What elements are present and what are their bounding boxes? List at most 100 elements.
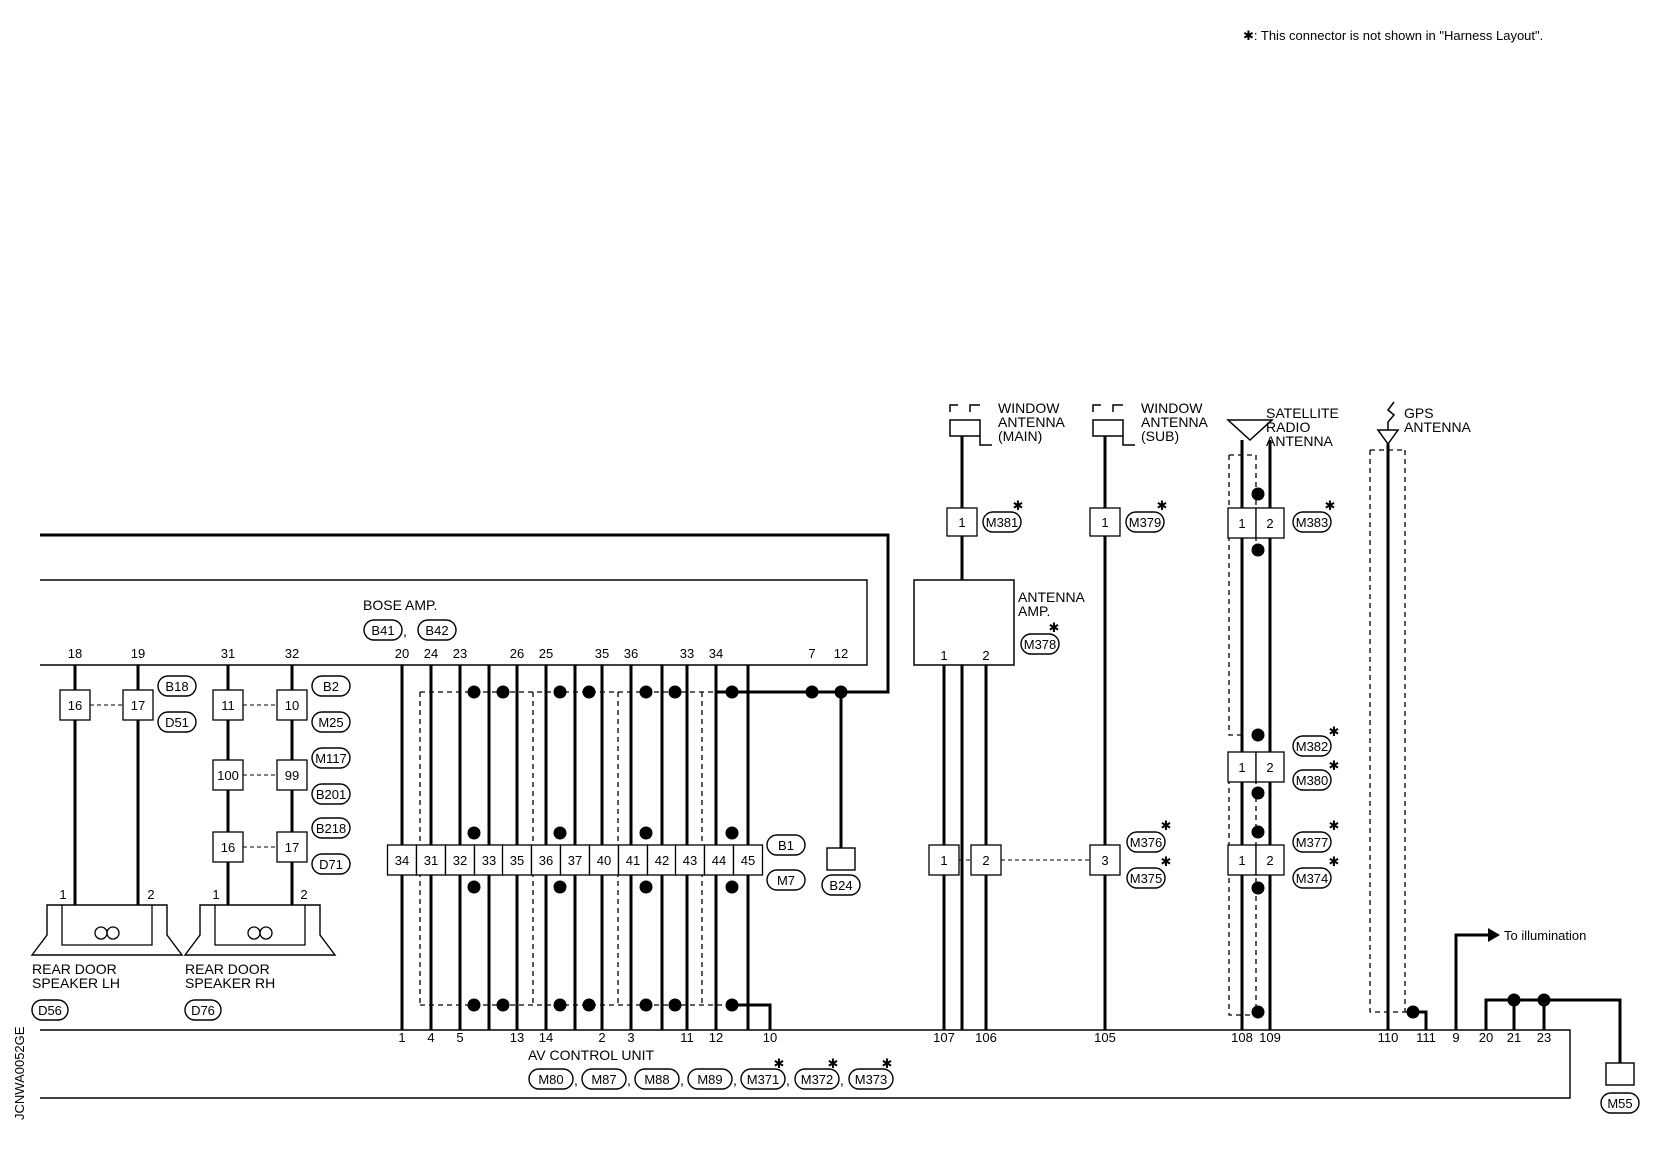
connector-b1-label: B1 bbox=[778, 838, 794, 853]
connector-b201 bbox=[311, 783, 351, 805]
pin-number: 40 bbox=[597, 853, 611, 868]
labels: ✱: This connector is not shown in "Harne… bbox=[12, 28, 1633, 1120]
rear-door-speaker-rh-connector bbox=[184, 999, 222, 1021]
av-terminal: 1 bbox=[398, 1030, 405, 1045]
av-connector-2 bbox=[634, 1068, 680, 1090]
connector-m7 bbox=[766, 869, 806, 891]
rear-door-speaker-rh-label: SPEAKER RH bbox=[185, 975, 275, 991]
satellite-antenna-symbol bbox=[1226, 419, 1274, 442]
pin-number: 42 bbox=[655, 853, 669, 868]
window-antenna-main-box bbox=[949, 419, 981, 437]
satellite-antenna-label: RADIO bbox=[1266, 419, 1310, 435]
window-antenna-sub-glyph bbox=[1112, 404, 1123, 412]
harness-layout-note: ✱: This connector is not shown in "Harne… bbox=[1243, 28, 1543, 43]
pin-number: 99 bbox=[285, 768, 299, 783]
av-connector-0-label: M80 bbox=[538, 1072, 563, 1087]
window-antenna-sub-label: (SUB) bbox=[1141, 428, 1179, 444]
not-in-layout-star: ✱ bbox=[1329, 724, 1340, 739]
rear-door-speaker-lh-connector bbox=[31, 999, 69, 1021]
rear-door-speaker-lh-coil bbox=[106, 926, 120, 940]
splice-dot bbox=[1251, 881, 1265, 895]
connector-b218 bbox=[311, 817, 351, 839]
splice-dot bbox=[1251, 487, 1265, 501]
connector-m380 bbox=[1292, 769, 1332, 791]
pin-number: 31 bbox=[424, 853, 438, 868]
bose-amp-terminal: 26 bbox=[510, 646, 524, 661]
splice-dot bbox=[467, 685, 481, 699]
antenna-amp-label: ANTENNA bbox=[1018, 589, 1086, 605]
pin-number: 34 bbox=[395, 853, 409, 868]
av-connector-6 bbox=[848, 1068, 894, 1090]
av-terminal: 108 bbox=[1231, 1030, 1253, 1045]
av-terminal: 12 bbox=[709, 1030, 723, 1045]
splice-dot bbox=[725, 826, 739, 840]
connector-m375 bbox=[1126, 867, 1166, 889]
connector-m382-label: M382 bbox=[1296, 739, 1329, 754]
pin-number: 36 bbox=[539, 853, 553, 868]
connector-m379-label: M379 bbox=[1129, 515, 1162, 530]
main-joint-cell bbox=[415, 844, 447, 876]
connector-m383 bbox=[1292, 511, 1332, 533]
sat-cell bbox=[1255, 507, 1285, 539]
pin-number: 32 bbox=[453, 853, 467, 868]
connector-b18 bbox=[157, 675, 197, 697]
bose-amp-terminal: 36 bbox=[624, 646, 638, 661]
connector-b1 bbox=[766, 834, 806, 856]
connector-m382 bbox=[1292, 735, 1332, 757]
bose-amp-terminal: 35 bbox=[595, 646, 609, 661]
av-terminal: 10 bbox=[763, 1030, 777, 1045]
connector-d51-label: D51 bbox=[165, 715, 189, 730]
pin-number: 2 bbox=[1266, 760, 1273, 775]
satellite-antenna-label: ANTENNA bbox=[1266, 433, 1334, 449]
splice-dot bbox=[467, 880, 481, 894]
not-in-layout-star: ✱ bbox=[774, 1056, 785, 1071]
rh-joint-cell bbox=[276, 831, 308, 863]
splice-dot bbox=[834, 685, 848, 699]
connector-m55-label: M55 bbox=[1607, 1096, 1632, 1111]
connector-m377-label: M377 bbox=[1296, 835, 1329, 850]
av-control-unit-label: AV CONTROL UNIT bbox=[528, 1047, 654, 1063]
av-connector-1 bbox=[581, 1068, 627, 1090]
not-in-layout-star: ✱ bbox=[1329, 854, 1340, 869]
splice-dot bbox=[553, 826, 567, 840]
main-joint-cell bbox=[617, 844, 649, 876]
gps-antenna-symbol bbox=[1376, 429, 1400, 446]
rear-door-speaker-rh-pin: 2 bbox=[300, 887, 307, 902]
window-antenna-main-glyph bbox=[979, 436, 992, 446]
splice-dot bbox=[725, 685, 739, 699]
bose-amp-connector-b42 bbox=[417, 619, 457, 641]
pin-number: 43 bbox=[683, 853, 697, 868]
connector-m55 bbox=[1600, 1092, 1640, 1114]
connector-d71 bbox=[311, 853, 351, 875]
conn-m379-cell bbox=[1089, 507, 1121, 537]
pin-number: 44 bbox=[712, 853, 726, 868]
connector-b201-label: B201 bbox=[316, 787, 346, 802]
av-separator: , bbox=[627, 1072, 631, 1088]
antenna-amp-pin: 1 bbox=[940, 648, 947, 663]
bose-amp-terminal: 12 bbox=[834, 646, 848, 661]
antenna-amp-pin: 2 bbox=[982, 648, 989, 663]
pin-number: 1 bbox=[1238, 516, 1245, 531]
bose-amp-separator: , bbox=[403, 623, 407, 639]
bose-amp-connector-b42-label: B42 bbox=[425, 623, 448, 638]
connector-m380-label: M380 bbox=[1296, 773, 1329, 788]
bose-amp-terminal: 23 bbox=[453, 646, 467, 661]
av-connector-1-label: M87 bbox=[591, 1072, 616, 1087]
splice-dot bbox=[496, 685, 510, 699]
rear-door-speaker-rh-coil bbox=[259, 926, 273, 940]
ant-joint-cell bbox=[928, 844, 960, 876]
gps-antenna-label: GPS bbox=[1404, 405, 1434, 421]
not-in-layout-star: ✱ bbox=[1325, 498, 1336, 513]
av-separator: , bbox=[680, 1072, 684, 1088]
lh-joint-cell bbox=[59, 689, 91, 721]
splice-dot bbox=[639, 998, 653, 1012]
splice-dot bbox=[496, 998, 510, 1012]
rear-door-speaker-rh-coil-frame bbox=[214, 905, 306, 946]
connector-m117 bbox=[311, 747, 351, 769]
av-terminal: 109 bbox=[1259, 1030, 1281, 1045]
connector-m377 bbox=[1292, 831, 1332, 853]
bose-amp-terminal: 19 bbox=[131, 646, 145, 661]
rh-joint-cell bbox=[212, 831, 244, 863]
not-in-layout-star: ✱ bbox=[828, 1056, 839, 1071]
rear-door-speaker-lh-label: SPEAKER LH bbox=[32, 975, 120, 991]
